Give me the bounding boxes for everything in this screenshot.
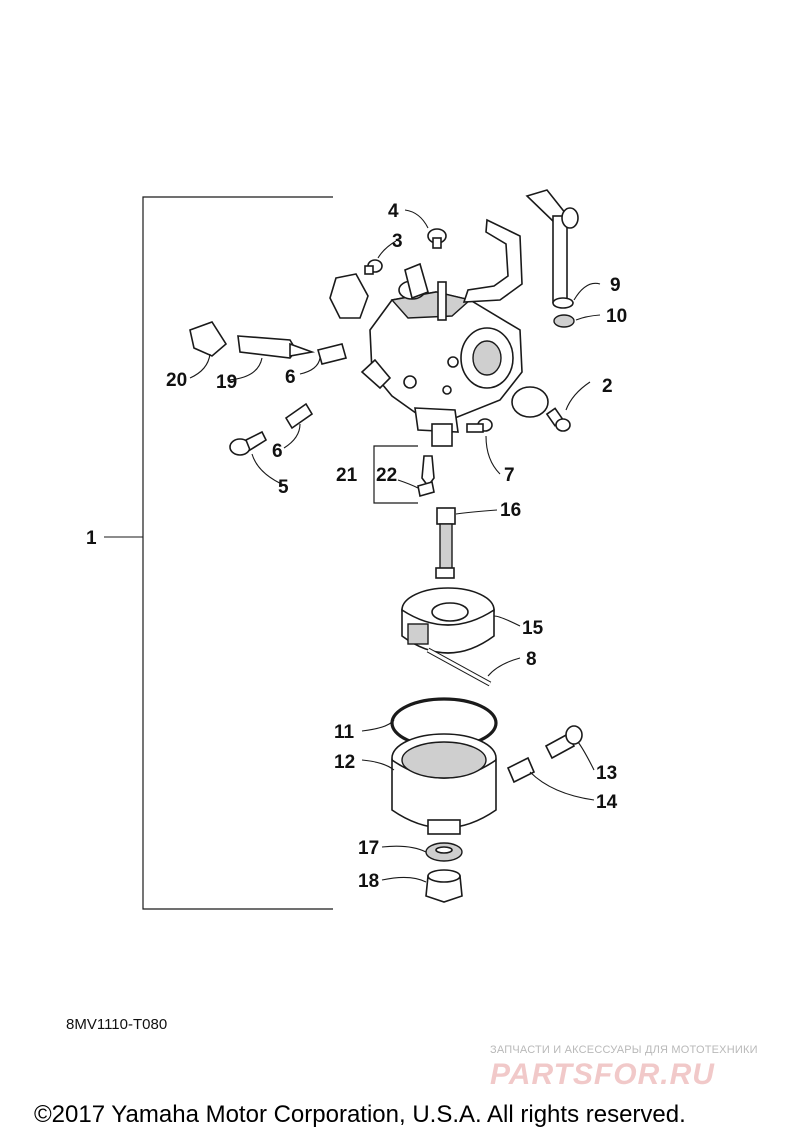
callout-14: 14 — [596, 792, 618, 813]
callout-5: 5 — [278, 477, 289, 498]
washer-part-10 — [553, 314, 575, 328]
watermark-logo: PARTSFOR.RU — [490, 1058, 715, 1091]
drain-screw-part-13 — [544, 725, 583, 760]
carburetor-body — [360, 262, 523, 447]
throttle-plate — [511, 386, 549, 418]
callout-7: 7 — [504, 465, 515, 486]
callout-9: 9 — [610, 275, 621, 296]
choke-plate — [329, 273, 369, 319]
needle-valve-bracket — [373, 445, 418, 504]
callout-15: 15 — [522, 618, 544, 639]
callout-12: 12 — [334, 752, 355, 773]
callout-3: 3 — [392, 231, 403, 252]
callout-1: 1 — [86, 528, 97, 549]
float-part-15 — [401, 587, 495, 654]
callout-16: 16 — [500, 500, 521, 521]
spring-part-14 — [506, 756, 536, 784]
screw-part-7 — [466, 418, 493, 433]
screw-part-3 — [364, 259, 383, 275]
throttle-bracket — [462, 189, 579, 303]
watermark-tagline: ЗАПЧАСТИ И АКСЕССУАРЫ ДЛЯ МОТОТЕХНИКИ — [490, 1044, 758, 1056]
callout-20: 20 — [166, 370, 187, 391]
float-pin-part-8 — [426, 647, 492, 687]
callout-labels: 1 2 3 4 5 6 6 7 8 9 10 11 12 13 14 15 16… — [86, 201, 627, 892]
needle-valve-part-22 — [417, 455, 435, 498]
spring-part-6-lower — [284, 402, 314, 430]
copyright-notice: ©2017 Yamaha Motor Corporation, U.S.A. A… — [34, 1101, 686, 1128]
float-bowl-part-12 — [391, 733, 497, 835]
callout-8: 8 — [526, 649, 537, 670]
pilot-screw-part-19 — [237, 335, 316, 359]
drain-plug-part-18 — [425, 869, 463, 903]
callout-6-upper: 6 — [285, 367, 296, 388]
assembly-bracket — [104, 196, 333, 910]
main-nozzle-part-16 — [435, 507, 456, 579]
callout-17: 17 — [358, 838, 379, 859]
limiter-cap-part-20 — [189, 321, 228, 357]
callout-4: 4 — [388, 201, 399, 222]
reference-code: 8MV1110-T080 — [66, 1016, 168, 1033]
callout-22: 22 — [376, 465, 397, 486]
washer-part-9 — [552, 297, 574, 309]
callout-2: 2 — [602, 376, 613, 397]
washer-part-17 — [425, 842, 463, 862]
screw-part-4 — [427, 228, 447, 249]
leader-lines — [189, 209, 601, 883]
callout-6-lower: 6 — [272, 441, 283, 462]
screw-part-2 — [545, 407, 571, 432]
callout-11: 11 — [334, 722, 355, 743]
callout-10: 10 — [606, 306, 627, 327]
callout-13: 13 — [596, 763, 617, 784]
callout-18: 18 — [358, 871, 379, 892]
callout-19: 19 — [216, 372, 237, 393]
callout-21: 21 — [336, 465, 358, 486]
spring-part-6-upper — [317, 343, 347, 365]
screw-part-5 — [229, 430, 268, 456]
